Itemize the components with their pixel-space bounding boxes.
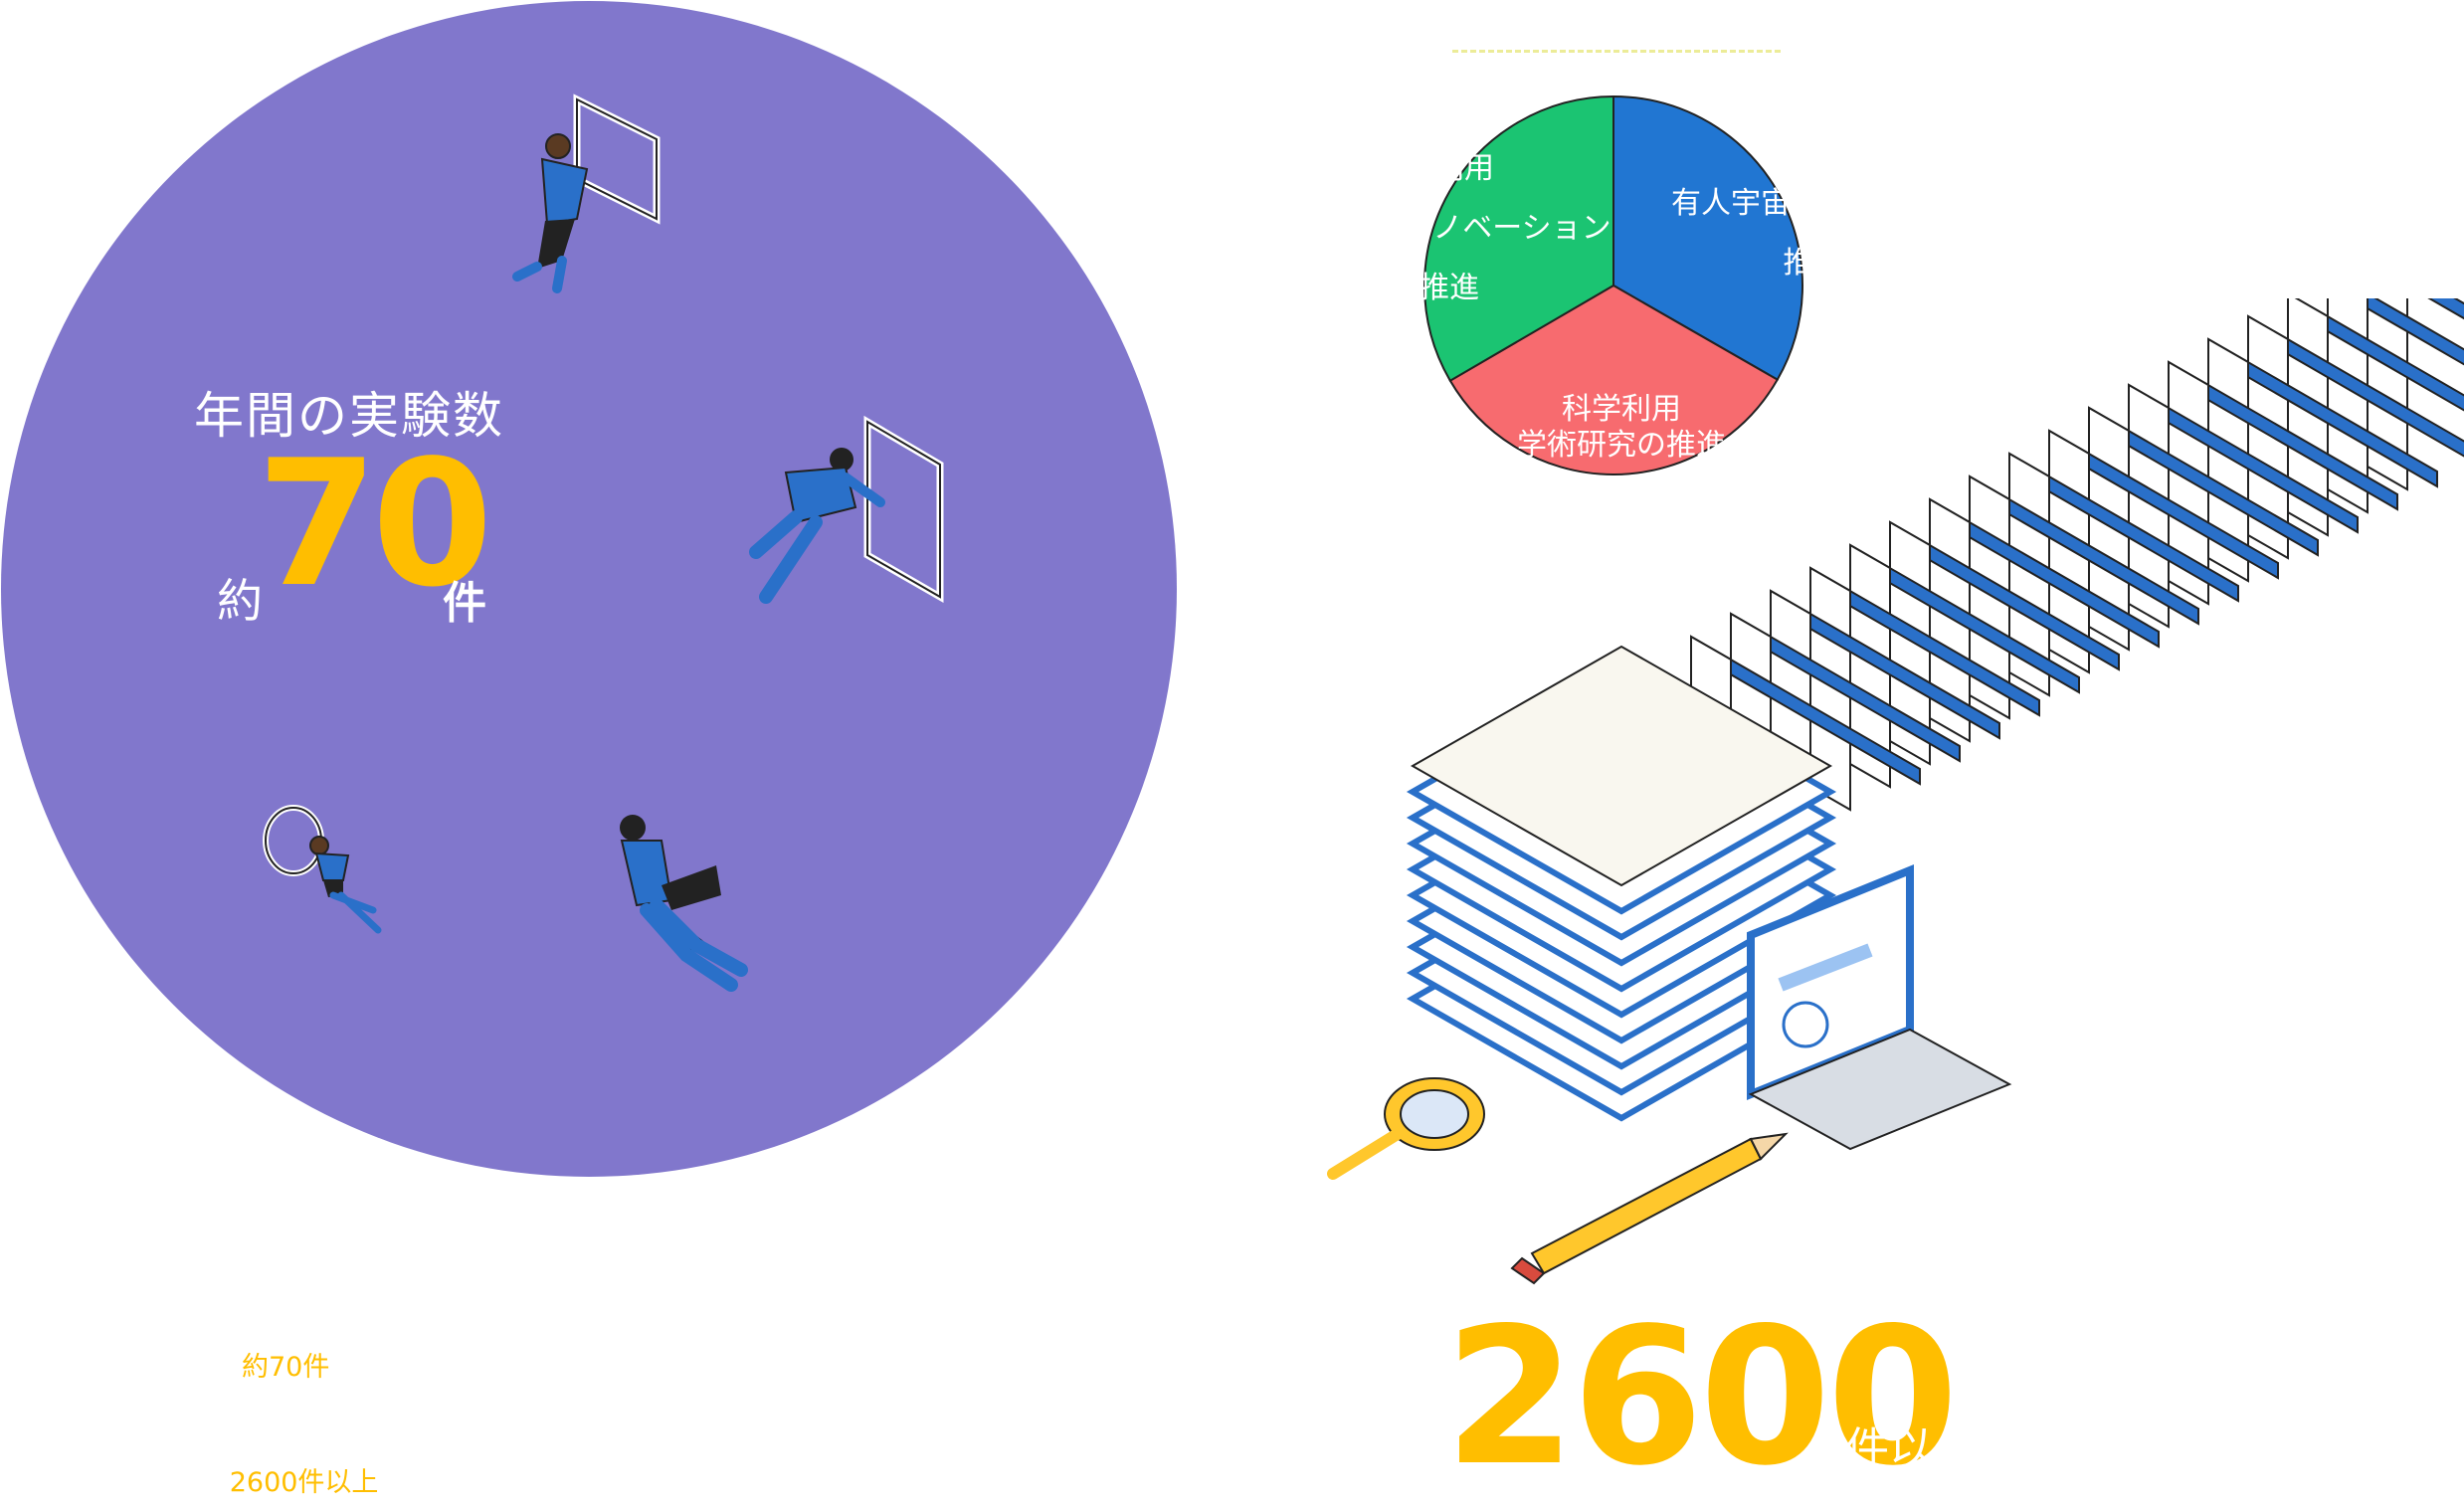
- description-line: きぼうでは一年間で約70件の実験を実施。: [0, 1339, 700, 1397]
- astronaut-ring-illustration: [263, 805, 382, 934]
- mission-pie-chart: [1423, 94, 1803, 475]
- papers-illustration: [1327, 298, 2464, 1285]
- description-line: 2021年度末までに2600件以上の論文が発表されている。: [0, 1454, 700, 1512]
- papers-value: 2600: [1444, 1287, 1959, 1507]
- pie-slice: [1448, 284, 1780, 475]
- experiments-circle: [1, 1, 1177, 1177]
- pie-label-science: 科学利用 学術研究の推進: [1492, 380, 1751, 475]
- document-stack-illustration: [1406, 645, 1837, 1122]
- pie-label-line: オープンイノベーション: [1285, 211, 1611, 246]
- mission-chart-title: 利用ミッションの種類: [1459, 8, 1807, 48]
- astronauts-illustration: [263, 94, 944, 992]
- mission-title-underline: [1452, 50, 1781, 53]
- experiments-value: 70: [257, 424, 493, 626]
- experiments-label: 年間の実験数: [194, 387, 504, 445]
- description-fragment: の実験を実施。: [329, 1352, 518, 1383]
- laptop-illustration: [1747, 864, 2012, 1151]
- description-line: きぼう利用実験は様々な分野で成果を挙げ、: [0, 1410, 536, 1440]
- description-fragment: の論文が発表されている。: [378, 1467, 700, 1498]
- description-highlight: 2600件以上: [229, 1467, 379, 1498]
- pie-label-line: 学術研究の推進: [1517, 428, 1726, 463]
- pie-label-line: 民間利用: [1375, 151, 1494, 186]
- browser-window-bar: [2427, 298, 2464, 320]
- astronaut-window-illustration: [512, 94, 661, 293]
- pencil-illustration: [1510, 1132, 1789, 1285]
- document-sheet: [1410, 645, 1833, 887]
- pie-label-human-space: 有人宇宙技術の 推進: [1671, 174, 1880, 293]
- pie-slice: [1612, 94, 1803, 382]
- description-fragment: きぼうでは一年間で: [0, 1352, 242, 1383]
- browser-window-bar: [2348, 298, 2464, 366]
- pie-label-line: 推進: [1783, 246, 1843, 281]
- magnifier-illustration: [1327, 1077, 1485, 1180]
- pie-label-line: の推進: [1390, 271, 1479, 305]
- pie-slice: [1423, 94, 1614, 383]
- papers-prefix: 論文発表: [1311, 1464, 1439, 1502]
- pie-label-line: 有人宇宙技術の: [1671, 186, 1880, 221]
- astronaut-window-illustration: [749, 415, 944, 604]
- experiments-unit: 件: [443, 578, 486, 629]
- description-text: きぼうでは一年間で約70件の実験を実施。 きぼう利用実験は様々な分野で成果を挙げ…: [0, 1339, 700, 1512]
- experiments-prefix: 約: [217, 574, 263, 628]
- papers-unit: 件以上: [1845, 1423, 1977, 1474]
- description-highlight: 約70件: [242, 1352, 330, 1383]
- pie-label-line: 科学利用: [1562, 392, 1681, 427]
- description-fragment: 2021年度末までに: [0, 1467, 230, 1498]
- astronaut-laptop-illustration: [620, 815, 748, 992]
- pie-label-private: 民間利用 オープンイノベーション の推進: [1285, 139, 1611, 318]
